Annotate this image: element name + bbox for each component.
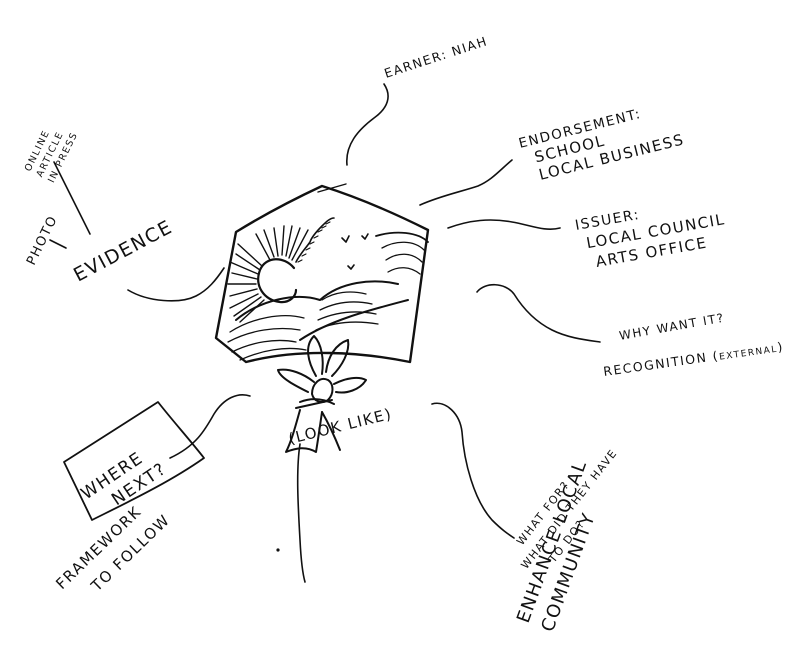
connector-issuer — [447, 219, 561, 230]
bird-icons — [341, 233, 369, 270]
photo-line-0: PHOTO — [24, 213, 61, 268]
connector-what-for — [431, 402, 515, 539]
connector-lines — [49, 83, 601, 583]
sun-icon — [227, 217, 335, 323]
hills-icon — [227, 231, 429, 361]
label-why: WHY WANT IT? — [618, 311, 726, 343]
flower-ribbon-icon — [277, 335, 367, 453]
label-online: ONLINE ARTICLE IN PRESS — [23, 128, 81, 184]
why-line-1: RECOGNITION (external) — [602, 339, 784, 379]
connector-why — [476, 283, 601, 343]
ink-dot — [276, 548, 280, 552]
connector-framework — [296, 443, 306, 583]
connector-photo — [49, 239, 67, 249]
label-earner: EARNER: NIAH — [382, 33, 489, 81]
where-next-box — [63, 401, 205, 521]
connector-earner — [346, 83, 389, 166]
center-label: (LOOK LIKE) — [287, 405, 395, 448]
why-line-0: WHY WANT IT? — [618, 311, 726, 343]
connector-evidence — [127, 267, 225, 302]
label-endorsement: ENDORSEMENT: SCHOOL LOCAL BUSINESS — [517, 106, 686, 184]
label-look-like: (LOOK LIKE) — [287, 405, 395, 448]
label-issuer: ISSUER: LOCAL COUNCIL ARTS OFFICE — [574, 207, 727, 271]
badge-hexagon-icon — [214, 183, 430, 453]
connector-online — [53, 161, 91, 235]
connector-endorsement — [419, 159, 513, 206]
label-recognition: RECOGNITION (external) — [602, 339, 784, 379]
label-photo: PHOTO — [24, 213, 61, 268]
connector-where-next — [169, 394, 251, 459]
earner-line-0: EARNER: NIAH — [382, 33, 489, 81]
